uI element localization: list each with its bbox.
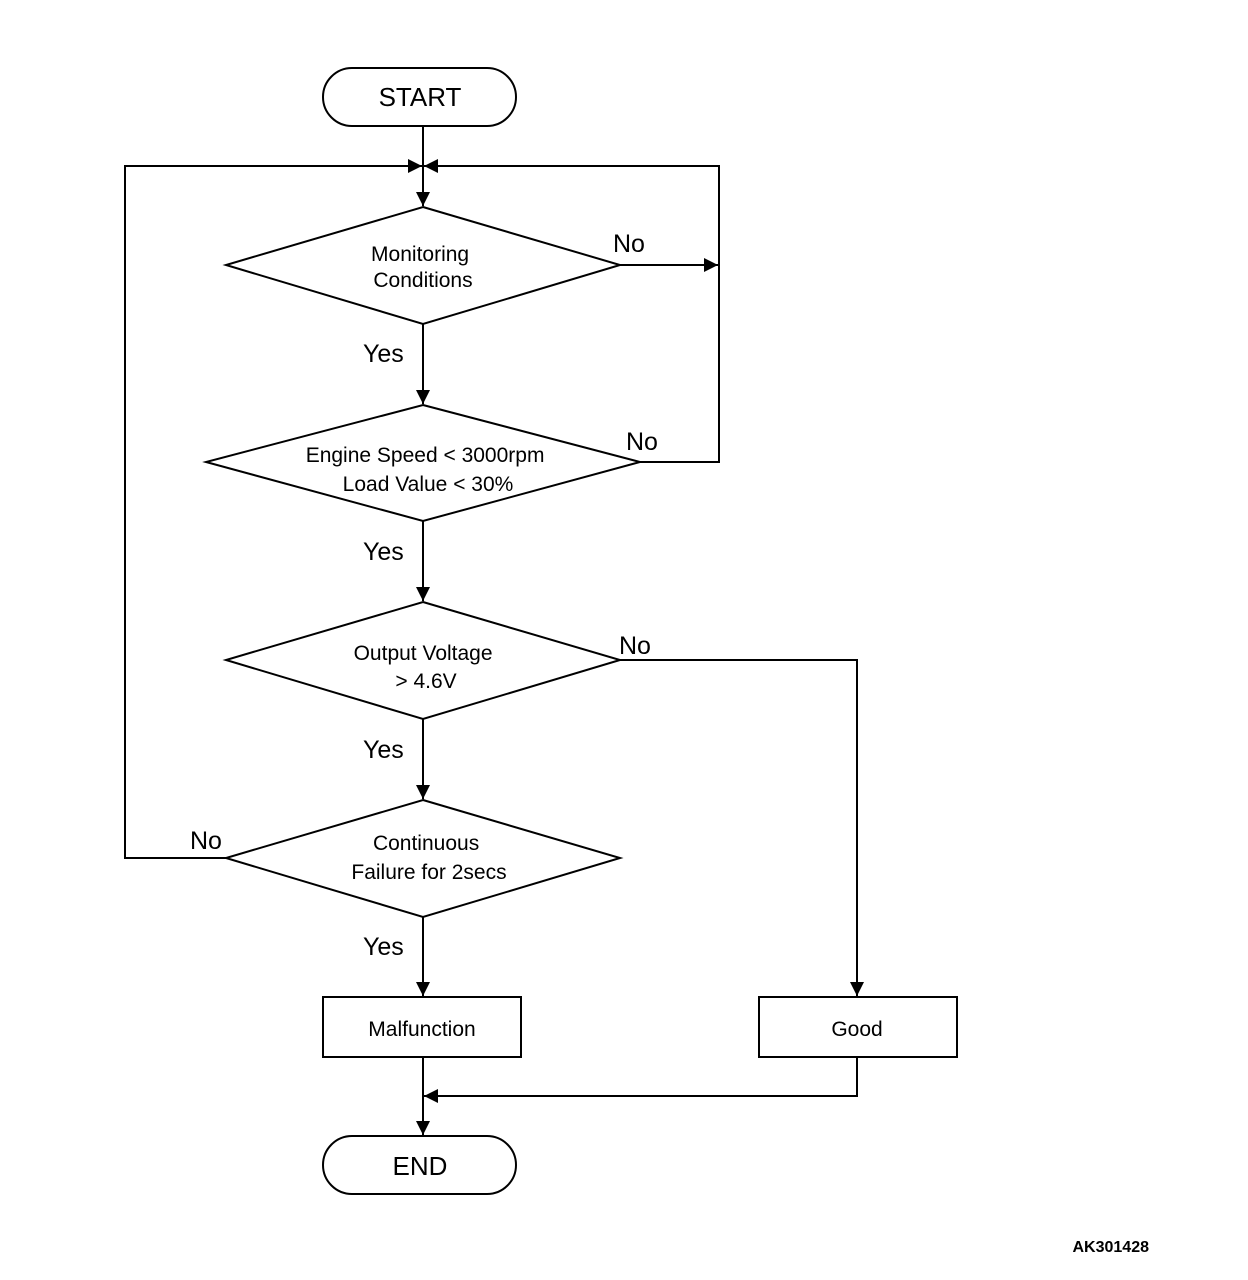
decision-2-no-label: No (626, 428, 658, 456)
result-malfunction-box (322, 996, 522, 1058)
end-terminal (322, 1135, 517, 1195)
figure-id: AK301428 (1073, 1239, 1150, 1256)
result-good-label: Good (831, 1018, 882, 1041)
connector-d4-no-loop (124, 159, 422, 859)
end-label: END (393, 1151, 448, 1181)
decision-3-yes-label: Yes (363, 736, 404, 764)
decision-2-text: Engine Speed < 3000rpm Load Value < 30% (306, 444, 551, 496)
connector-d2-no-loop (424, 159, 720, 463)
result-malfunction-label: Malfunction (368, 1018, 475, 1041)
connector-good-merge (424, 1057, 858, 1103)
start-terminal (322, 67, 517, 127)
decision-1-text: Monitoring Conditions (371, 243, 475, 292)
decision-1-yes-label: Yes (363, 340, 404, 368)
decision-4-text: Continuous Failure for 2secs (351, 832, 506, 884)
decision-3-text: Output Voltage > 4.6V (354, 642, 499, 693)
decision-4-yes-label: Yes (363, 933, 404, 961)
start-label: START (379, 82, 462, 112)
decision-2-yes-label: Yes (363, 538, 404, 566)
decision-3-no-label: No (619, 632, 651, 660)
decision-1-no-label: No (613, 230, 645, 258)
connector-d3-no-good (620, 659, 864, 996)
decision-continuous-failure (222, 798, 624, 919)
decision-4-no-label: No (190, 827, 222, 855)
